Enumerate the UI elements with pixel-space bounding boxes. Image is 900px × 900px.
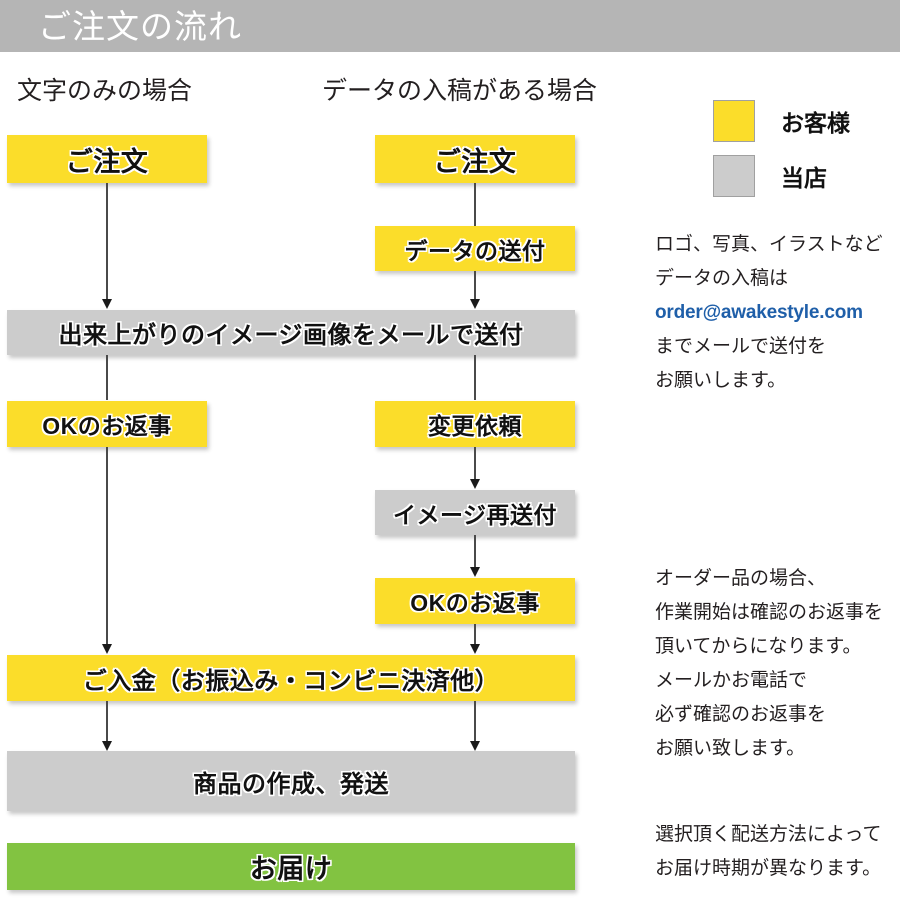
note-line: ロゴ、写真、イラストなど <box>655 234 883 255</box>
note-line: データの入稿は <box>655 268 789 289</box>
flow-box-left-ok-reply: OKのお返事 <box>7 401 207 447</box>
note-line: オーダー品の場合、 <box>655 568 827 589</box>
arrow-stem <box>474 701 476 742</box>
arrow-left-payment-to-production <box>100 701 114 751</box>
arrow-head <box>102 299 112 309</box>
flow-box-send-data: データの送付 <box>375 226 575 271</box>
arrow-left-order-to-preview <box>100 183 114 309</box>
arrow-right-change-to-resend <box>468 447 482 489</box>
header-bar: ご注文の流れ <box>0 0 900 52</box>
flow-box-label: OKのお返事 <box>410 590 540 616</box>
arrow-right-senddata-to-preview <box>468 271 482 309</box>
flow-box-delivery: お届け <box>7 843 575 890</box>
flow-box-label: ご注文 <box>433 146 517 177</box>
note-shipping-method: 選択頂く配送方法によって お届け時期が異なります。 <box>655 818 900 886</box>
legend-item-customer: お客様 <box>713 100 850 142</box>
arrow-right-payment-to-production <box>468 701 482 751</box>
flow-box-send-preview-image: 出来上がりのイメージ画像をメールで送付 <box>7 310 575 355</box>
legend-swatch-customer <box>713 100 755 142</box>
flow-box-label: データの送付 <box>404 237 546 264</box>
arrow-head <box>102 644 112 654</box>
legend-label-shop: 当店 <box>781 165 827 191</box>
flow-box-label: 変更依頼 <box>428 413 522 439</box>
note-data-submission: ロゴ、写真、イラストなど データの入稿は order@awakestyle.co… <box>655 228 900 398</box>
arrow-stem <box>106 447 108 645</box>
note-line: 必ず確認のお返事を <box>655 704 827 725</box>
flow-box-label: 出来上がりのイメージ画像をメールで送付 <box>58 322 524 349</box>
arrow-right-resend-to-ok <box>468 535 482 577</box>
flow-box-production-shipping: 商品の作成、発送 <box>7 751 575 811</box>
flow-box-right-ok-reply: OKのお返事 <box>375 578 575 624</box>
arrow-head <box>470 479 480 489</box>
arrow-stem <box>474 355 476 400</box>
arrow-stem <box>474 271 476 300</box>
note-order-confirmation: オーダー品の場合、 作業開始は確認のお返事を 頂いてからになります。 メールかお… <box>655 562 900 766</box>
note-line: メールかお電話で <box>655 670 808 691</box>
note-line: お願い致します。 <box>655 738 806 759</box>
flow-box-label: 商品の作成、発送 <box>193 770 389 798</box>
legend-label-customer: お客様 <box>781 110 850 136</box>
note-line: お届け時期が異なります。 <box>655 858 882 879</box>
arrow-right-order-to-senddata <box>468 183 482 226</box>
arrow-head <box>470 644 480 654</box>
arrow-head <box>470 741 480 751</box>
legend-swatch-shop <box>713 155 755 197</box>
flow-box-payment: ご入金（お振込み・コンビニ決済他） <box>7 655 575 701</box>
arrow-head <box>470 299 480 309</box>
column-heading-text-only: 文字のみの場合 <box>17 77 193 105</box>
arrow-right-ok-to-payment <box>468 624 482 654</box>
arrow-stem <box>474 624 476 645</box>
flow-box-left-order: ご注文 <box>7 135 207 183</box>
note-line: 作業開始は確認のお返事を <box>655 602 884 623</box>
arrow-stem <box>106 183 108 300</box>
flow-box-resend-image: イメージ再送付 <box>375 490 575 535</box>
note-line: 選択頂く配送方法によって <box>655 824 882 845</box>
flow-box-change-request: 変更依頼 <box>375 401 575 447</box>
note-line: お願いします。 <box>655 370 787 391</box>
arrow-stem <box>474 447 476 480</box>
flow-box-right-order: ご注文 <box>375 135 575 183</box>
flow-box-label: お届け <box>249 854 333 884</box>
flow-box-label: OKのお返事 <box>42 413 172 439</box>
arrow-stem <box>474 183 476 226</box>
note-email-address[interactable]: order@awakestyle.com <box>655 302 863 323</box>
page-title: ご注文の流れ <box>38 8 242 45</box>
arrow-right-preview-to-change <box>468 355 482 400</box>
arrow-head <box>102 741 112 751</box>
note-line: までメールで送付を <box>655 336 827 357</box>
arrow-stem <box>106 701 108 742</box>
arrow-left-preview-to-ok <box>100 355 114 400</box>
column-heading-with-data: データの入稿がある場合 <box>322 77 598 105</box>
note-line: 頂いてからになります。 <box>655 636 862 657</box>
flow-box-label: ご入金（お振込み・コンビニ決済他） <box>82 667 500 695</box>
flow-box-label: イメージ再送付 <box>392 501 558 528</box>
arrow-stem <box>106 355 108 400</box>
arrow-stem <box>474 535 476 568</box>
legend-item-shop: 当店 <box>713 155 827 197</box>
arrow-head <box>470 567 480 577</box>
arrow-left-ok-to-payment <box>100 447 114 654</box>
flow-box-label: ご注文 <box>65 146 149 177</box>
